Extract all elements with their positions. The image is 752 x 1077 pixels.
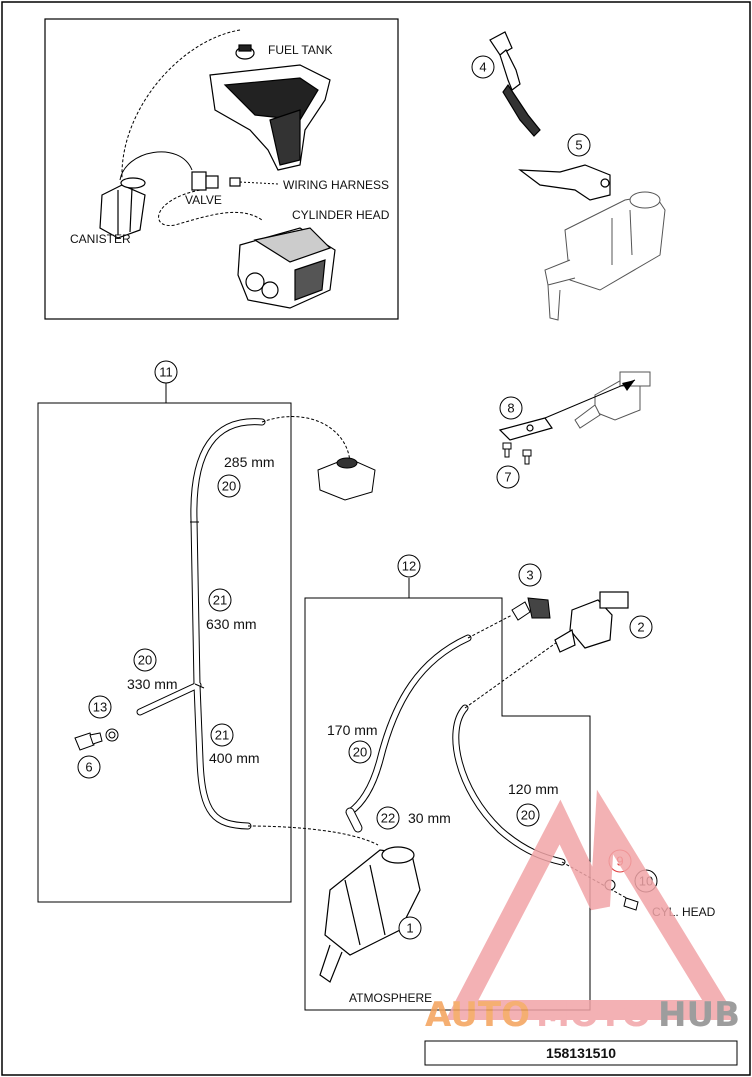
length-170: 170 mm (327, 722, 378, 738)
leader-arrow (544, 379, 636, 419)
watermark-part-hub: HUB (658, 995, 740, 1035)
length-400: 400 mm (209, 750, 260, 766)
bracket-part-8 (498, 417, 553, 441)
valve-part-2 (554, 591, 629, 653)
callout-12[interactable]: 12 (397, 554, 421, 578)
callout-11[interactable]: 11 (154, 360, 178, 384)
callout-20b[interactable]: 20 (133, 648, 157, 672)
valve-label: VALVE (185, 193, 222, 207)
svg-text:22: 22 (381, 811, 395, 826)
cylinder-head-label: CYLINDER HEAD (292, 208, 390, 222)
group-11: 11 285 mm 20 21 630 (37, 360, 379, 903)
svg-text:20: 20 (353, 745, 367, 760)
svg-text:20: 20 (222, 479, 236, 494)
watermark-part-auto: AUTO (425, 995, 530, 1035)
inset-overview: FUEL TANK WIRING HARNESS VALVE CANISTER … (44, 18, 399, 320)
cylinder-head-inset-drawing (237, 227, 336, 309)
svg-text:1: 1 (406, 921, 413, 936)
callout-21a[interactable]: 21 (208, 588, 232, 612)
canister-inset-drawing (99, 177, 146, 239)
svg-text:3: 3 (526, 568, 533, 583)
svg-text:13: 13 (93, 700, 107, 715)
canister-top-drawing (544, 191, 666, 321)
bolts-part-7 (502, 442, 532, 465)
connector-part-3 (511, 597, 551, 621)
fitting-part-6 (74, 732, 103, 751)
document-number-box: 158131510 (424, 1040, 738, 1066)
callout-4[interactable]: 4 (471, 55, 495, 79)
inset-frame (44, 18, 399, 320)
length-285: 285 mm (224, 454, 275, 470)
callout-20c[interactable]: 20 (348, 740, 372, 764)
callout-3[interactable]: 3 (518, 563, 542, 587)
callout-5[interactable]: 5 (567, 133, 591, 157)
svg-text:2: 2 (637, 620, 644, 635)
callout-7[interactable]: 7 (496, 465, 520, 489)
svg-text:21: 21 (215, 728, 229, 743)
callout-21b[interactable]: 21 (210, 723, 234, 747)
group-12: 12 3 2 (304, 554, 716, 1011)
fuel-cap-drawing (317, 457, 376, 501)
nipple-part-10 (623, 897, 639, 911)
inset-hoses (119, 29, 279, 227)
arrow-head (622, 380, 635, 391)
svg-text:8: 8 (507, 401, 514, 416)
callout-6[interactable]: 6 (77, 755, 101, 779)
length-630: 630 mm (206, 616, 257, 632)
callout-13[interactable]: 13 (88, 695, 112, 719)
svg-text:20: 20 (521, 808, 535, 823)
length-30: 30 mm (408, 810, 451, 826)
svg-text:4: 4 (479, 60, 486, 75)
svg-text:6: 6 (85, 760, 92, 775)
atmosphere-label: ATMOSPHERE (349, 991, 432, 1005)
document-number: 158131510 (546, 1045, 616, 1061)
svg-text:12: 12 (402, 559, 416, 574)
callout-20a[interactable]: 20 (217, 474, 241, 498)
wiring-harness-label: WIRING HARNESS (283, 178, 389, 192)
watermark-logo: AUTO MOTO HUB (425, 789, 740, 1035)
watermark-part-moto: MOTO (536, 995, 651, 1035)
clip-part-13 (105, 728, 119, 742)
callout-1[interactable]: 1 (398, 916, 422, 940)
fuel-tank-label: FUEL TANK (268, 43, 332, 57)
svg-text:11: 11 (159, 365, 173, 380)
svg-text:21: 21 (213, 593, 227, 608)
length-120: 120 mm (508, 781, 559, 797)
callout-2[interactable]: 2 (629, 615, 653, 639)
callout-20d[interactable]: 20 (516, 803, 540, 827)
length-330: 330 mm (127, 676, 178, 692)
valve-top-drawing (574, 371, 651, 429)
callout-22[interactable]: 22 (376, 806, 400, 830)
svg-text:20: 20 (138, 653, 152, 668)
svg-text:5: 5 (575, 138, 582, 153)
bracket-part-5 (518, 164, 611, 201)
svg-text:7: 7 (504, 470, 511, 485)
fuel-tank-drawing (209, 44, 331, 171)
callout-8[interactable]: 8 (499, 396, 523, 420)
canister-label: CANISTER (70, 232, 131, 246)
canister-part-1 (319, 846, 421, 983)
strap-part-4 (489, 31, 541, 137)
valve-inset-drawing (191, 171, 241, 191)
